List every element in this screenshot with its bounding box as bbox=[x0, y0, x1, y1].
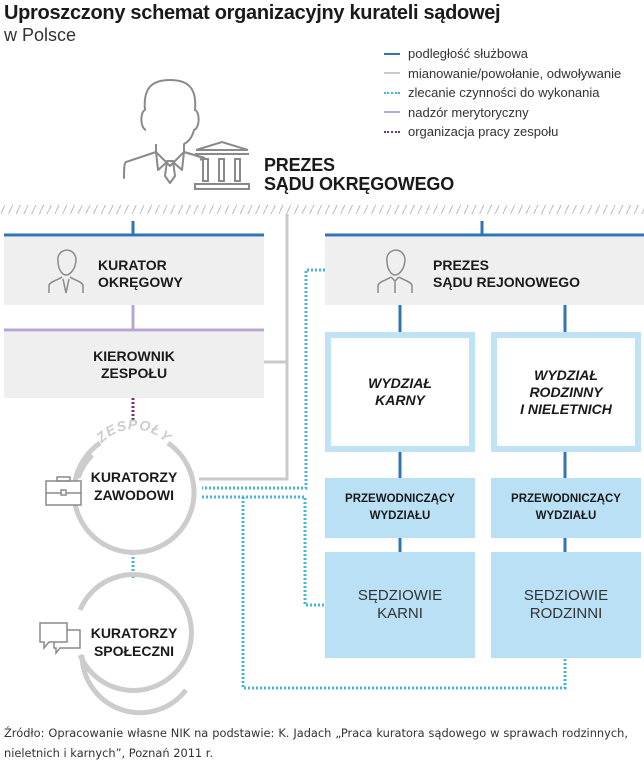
przewodniczacy-rodzinny-box: PRZEWODNICZĄCY WYDZIAŁU bbox=[491, 478, 641, 538]
appointment-connector bbox=[199, 214, 289, 481]
przewodniczacy-rodzinny-line1: PRZEWODNICZĄCY bbox=[511, 493, 621, 505]
legend-label: nadzór merytoryczny bbox=[408, 104, 529, 120]
speech-bubbles-icon bbox=[39, 622, 81, 656]
kurator-okregowy-line2: OKRĘGOWY bbox=[98, 274, 183, 290]
legend-item-subordination: podległość służbowa bbox=[384, 44, 621, 64]
sedziowie-rodzinni-box: SĘDZIOWIE RODZINNI bbox=[491, 552, 641, 658]
legend-swatch-dotted-purple bbox=[384, 130, 400, 133]
przewodniczacy-karny-line1: PRZEWODNICZĄCY bbox=[345, 493, 455, 505]
wydzial-rodzinny-line2: RODZINNY bbox=[529, 383, 603, 400]
legend-swatch-solid-grey bbox=[384, 72, 400, 75]
wydzial-karny-line1: WYDZIAŁ bbox=[368, 375, 432, 391]
legend-label: podległość służbowa bbox=[408, 46, 528, 62]
wydzial-karny-line2: KARNY bbox=[375, 392, 425, 408]
spoleczni-line2: SPOŁECZNI bbox=[93, 643, 175, 659]
przewodniczacy-karny-box: PRZEWODNICZĄCY WYDZIAŁU bbox=[325, 478, 475, 538]
legend-item-delegation: zlecanie czynności do wykonania bbox=[384, 83, 621, 103]
spoleczni-line1: KURATORZY bbox=[90, 625, 178, 641]
legend-item-appointment: mianowanie/powołanie, odwoływanie bbox=[384, 64, 621, 84]
sedziowie-rodzinni-line1: SĘDZIOWIE bbox=[523, 587, 609, 604]
prezes-okregowy-line2: SĄDU OKRĘGOWEGO bbox=[264, 174, 455, 194]
source-note: Źródło: Opracowanie własne NIK na podsta… bbox=[4, 726, 628, 760]
kuratorzy-zawodowi-node: KURATORZY ZAWODOWI bbox=[74, 468, 194, 504]
subordination-connectors bbox=[4, 221, 644, 552]
prezes-sadu-okregowego: PREZES SĄDU OKRĘGOWEGO bbox=[264, 156, 454, 194]
sedziowie-karni-box: SĘDZIOWIE KARNI bbox=[325, 552, 475, 658]
sedziowie-karni-line1: SĘDZIOWIE bbox=[357, 587, 443, 604]
legend-swatch-dotted-cyan bbox=[384, 91, 400, 94]
przewodniczacy-karny-line2: WYDZIAŁU bbox=[369, 510, 431, 522]
legend: podległość służbowa mianowanie/powołanie… bbox=[384, 44, 621, 142]
prezes-rejonowy-line2: SĄDU REJONOWEGO bbox=[433, 274, 581, 290]
kurator-okregowy-box: KURATOR OKRĘGOWY bbox=[4, 237, 264, 305]
hatched-divider bbox=[0, 205, 644, 214]
diagram-title: Uproszczony schemat organizacyjny kurate… bbox=[4, 2, 501, 24]
legend-item-team-org: organizacja pracy zespołu bbox=[384, 122, 621, 142]
przewodniczacy-rodzinny-line2: WYDZIAŁU bbox=[535, 510, 597, 522]
kurator-person-icon bbox=[48, 249, 84, 294]
kurator-okregowy-label: KURATOR OKRĘGOWY bbox=[98, 257, 183, 291]
zawodowi-line1: KURATORZY bbox=[90, 469, 178, 485]
spoleczni-circle-lower bbox=[79, 654, 188, 716]
legend-swatch-solid-lilac bbox=[384, 111, 400, 114]
wydzial-rodzinny-line3: I NIELETNICH bbox=[520, 400, 612, 417]
legend-swatch-solid-blue bbox=[384, 52, 400, 55]
prezes-sadu-rejonowego-box: PREZES SĄDU REJONOWEGO bbox=[325, 237, 644, 305]
diagram-subtitle: w Polsce bbox=[4, 25, 77, 45]
prezes-rejonowy-person-icon bbox=[377, 249, 413, 293]
courthouse-icon bbox=[194, 140, 250, 190]
kierownik-zespolu-box: KIEROWNIK ZESPOŁU bbox=[4, 332, 264, 398]
zawodowi-line2: ZAWODOWI bbox=[93, 487, 175, 503]
legend-label: zlecanie czynności do wykonania bbox=[408, 85, 600, 101]
sedziowie-rodzinni-line2: RODZINNI bbox=[529, 605, 603, 622]
judge-person-icon bbox=[123, 79, 206, 184]
wydzial-karny-box: WYDZIAŁ KARNY bbox=[325, 332, 475, 452]
legend-label: mianowanie/powołanie, odwoływanie bbox=[408, 65, 622, 81]
kierownik-line2: ZESPOŁU bbox=[100, 365, 168, 381]
kierownik-line1: KIEROWNIK bbox=[93, 348, 175, 364]
wydzial-rodzinny-line1: WYDZIAŁ bbox=[534, 366, 598, 383]
legend-item-supervision: nadzór merytoryczny bbox=[384, 103, 621, 123]
kuratorzy-spoleczni-node: KURATORZY SPOŁECZNI bbox=[74, 624, 194, 660]
spoleczni-circle bbox=[77, 572, 194, 693]
prezes-okregowy-line1: PREZES bbox=[264, 155, 335, 175]
prezes-rejonowy-label: PREZES SĄDU REJONOWEGO bbox=[433, 257, 580, 291]
supervision-connectors bbox=[4, 305, 264, 332]
zespoly-label: ZESPOŁY bbox=[92, 416, 175, 446]
wydzial-rodzinny-box: WYDZIAŁ RODZINNY I NIELETNICH bbox=[491, 332, 641, 452]
prezes-rejonowy-line1: PREZES bbox=[433, 257, 490, 273]
sedziowie-karni-line2: KARNI bbox=[377, 605, 423, 622]
briefcase-icon bbox=[45, 476, 82, 506]
legend-label: organizacja pracy zespołu bbox=[408, 124, 559, 140]
kurator-okregowy-line1: KURATOR bbox=[98, 257, 167, 273]
